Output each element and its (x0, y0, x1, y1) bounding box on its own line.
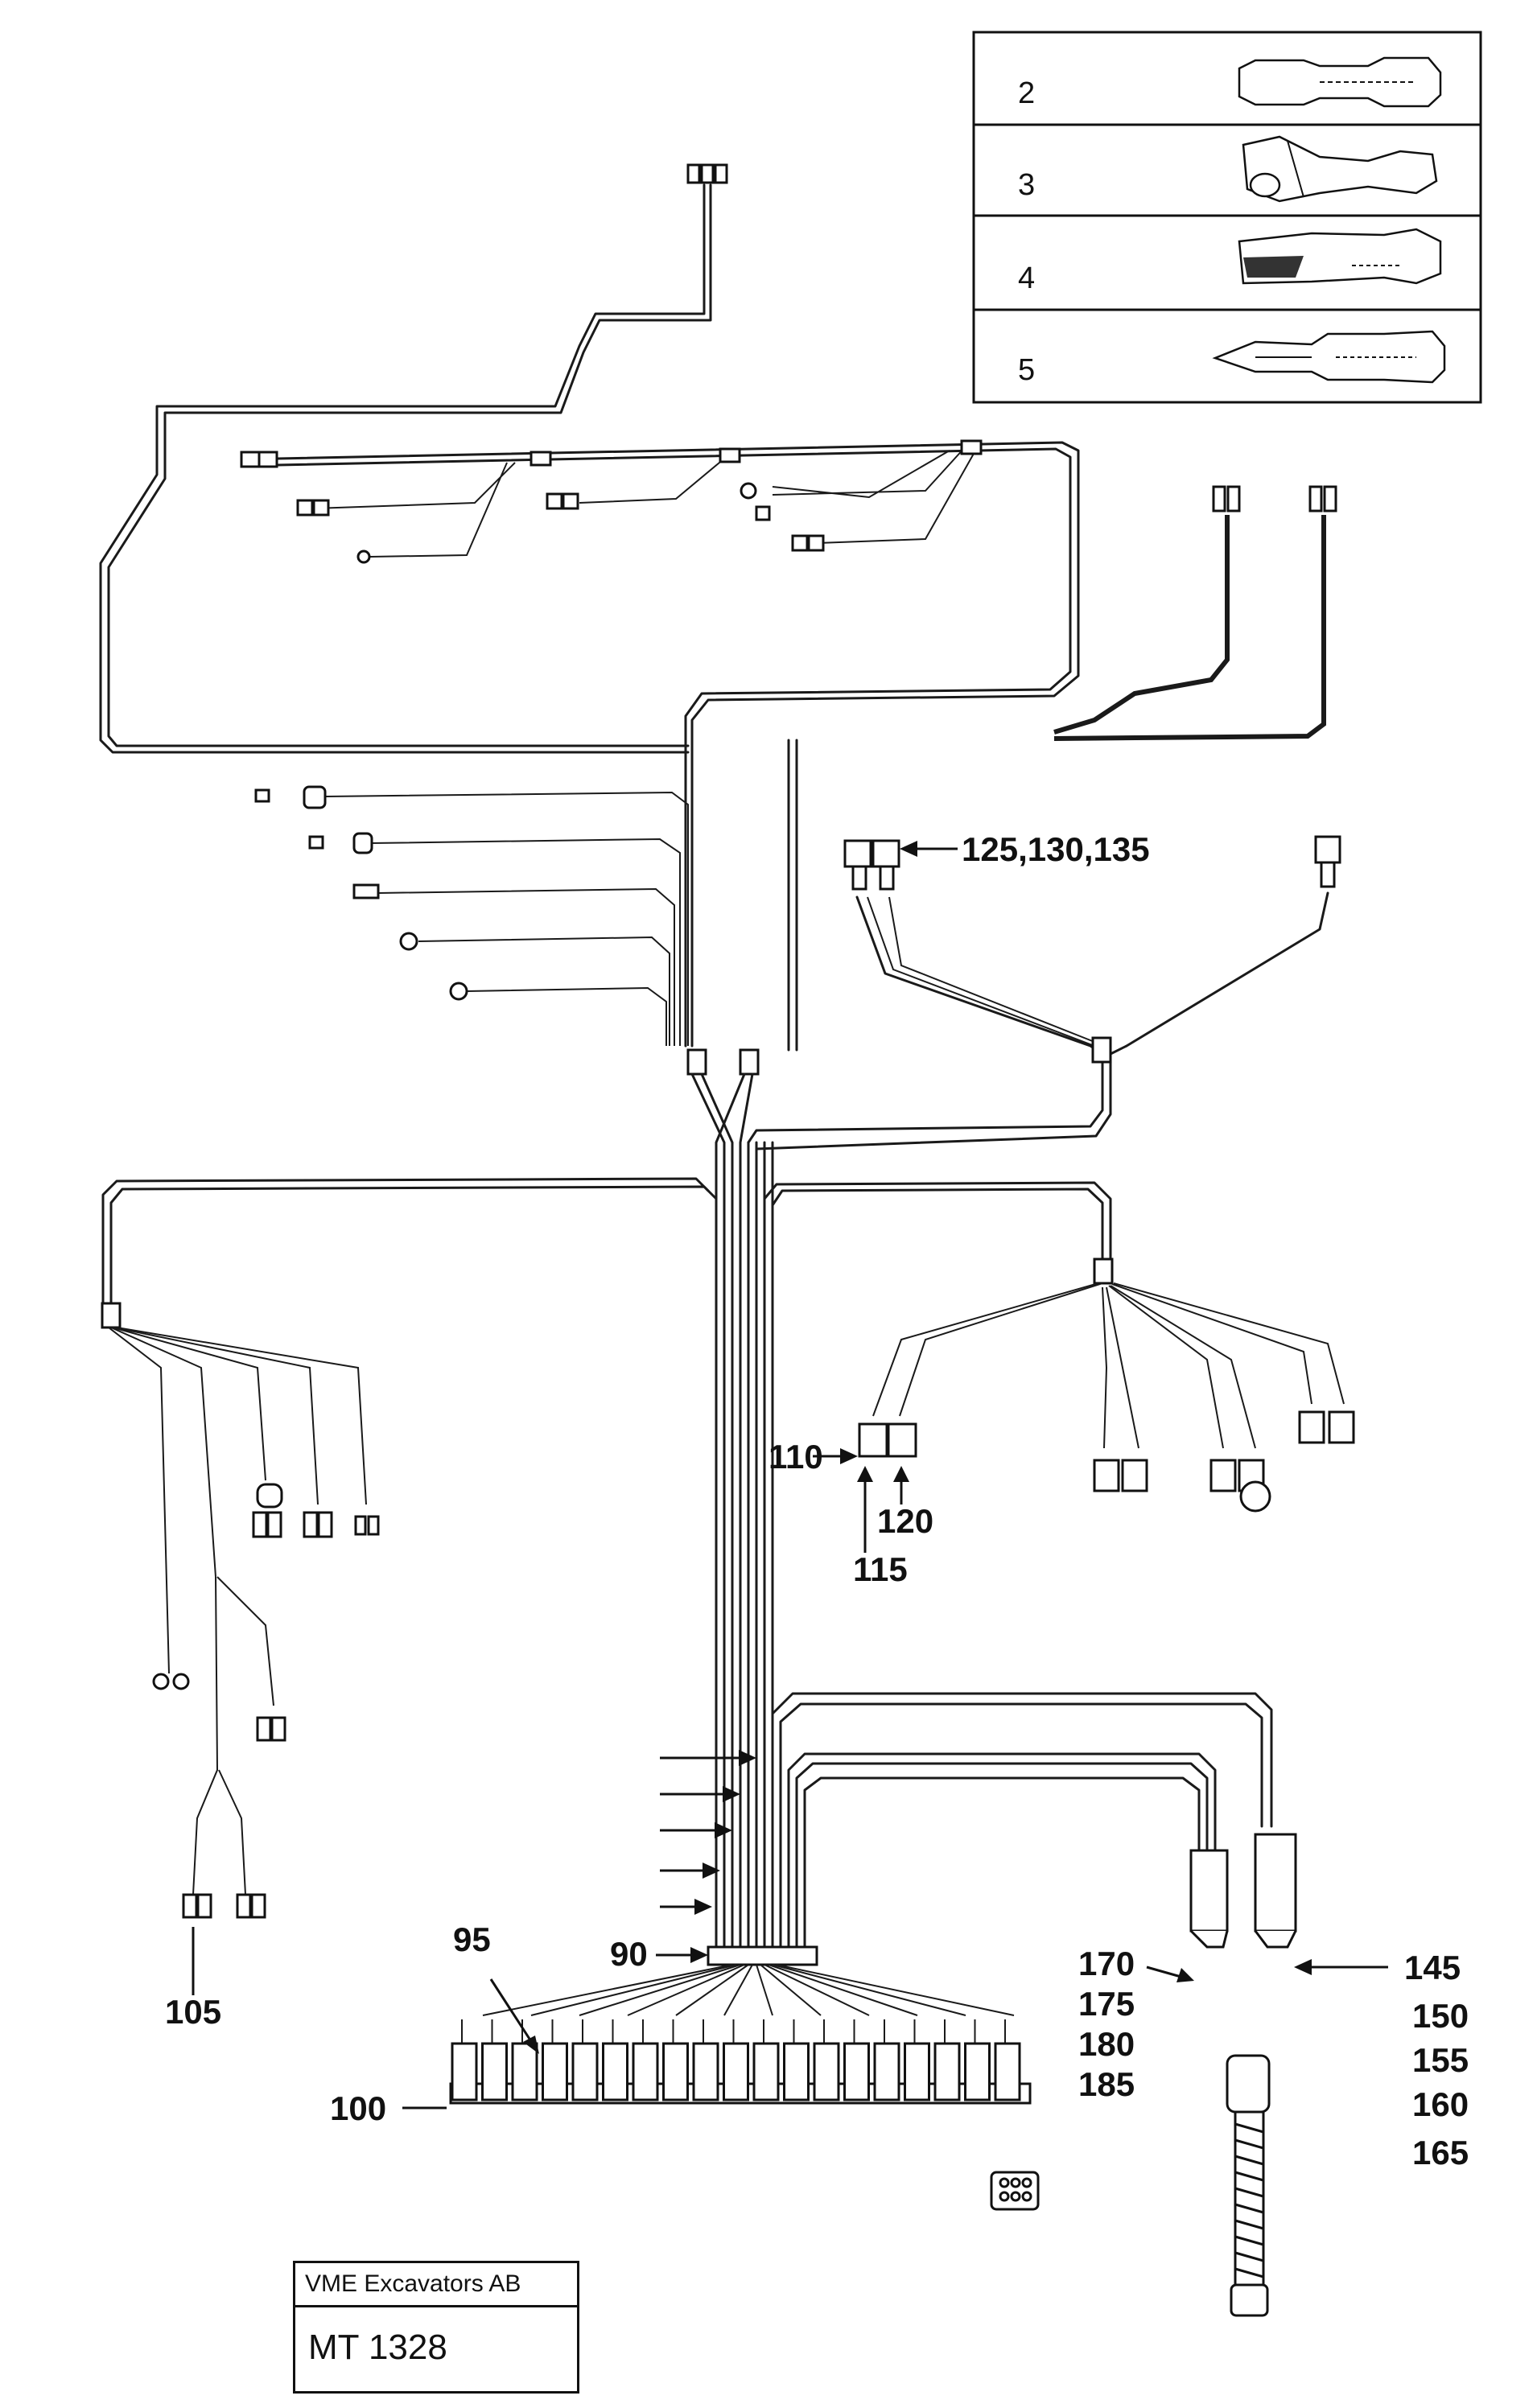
legend-number-5: 5 (1018, 353, 1035, 387)
terminal-3-icon (1242, 135, 1438, 203)
legend-number-2: 2 (1018, 76, 1035, 110)
small-multi-pin-connector-icon (990, 2171, 1040, 2211)
terminal-4-icon (1238, 228, 1442, 285)
label-150: 150 (1412, 1997, 1469, 2035)
terminal-5-icon (1212, 330, 1446, 384)
connector-row-plug (542, 2042, 568, 2101)
label-165: 165 (1412, 2134, 1469, 2171)
connectors-145-185-icon (1189, 1833, 1297, 1949)
connectors-125-130-135-icon (843, 835, 1341, 891)
connector-row-plug (783, 2042, 810, 2101)
label-180: 180 (1078, 2025, 1135, 2063)
bottom-right-harness (771, 1692, 1297, 2317)
upper-right-connector-group (747, 835, 1341, 1150)
connector-row-plug (752, 2042, 780, 2101)
label-155: 155 (1412, 2041, 1469, 2079)
label-175: 175 (1078, 1985, 1135, 2023)
label-105: 105 (165, 1993, 221, 2031)
connector-row-plug (511, 2042, 538, 2101)
drawing-number: MT 1328 (308, 2328, 447, 2367)
connector-row-plug (964, 2042, 991, 2101)
label-185: 185 (1078, 2065, 1135, 2103)
connector-row-plug (571, 2042, 599, 2101)
callout-labels: 125,130,135 110 120 115 95 90 105 100 17… (165, 830, 1469, 2171)
connector-row-plug (904, 2042, 930, 2101)
connector-row-plug (602, 2042, 628, 2101)
connector-row-plug (873, 2042, 900, 2101)
label-170: 170 (1078, 1945, 1135, 1982)
title-block: VME Excavators AB MT 1328 (293, 2261, 579, 2394)
connector-row-plug (813, 2042, 840, 2101)
left-lower-connectors-icon (152, 1483, 380, 1919)
legend-number-4: 4 (1018, 261, 1035, 295)
connector-row-100 (449, 1945, 1032, 2105)
branch-connectors-icon (240, 439, 983, 564)
label-120: 120 (877, 1502, 933, 1540)
label-100: 100 (330, 2089, 386, 2127)
connectors-110-115-120-icon (858, 1410, 1355, 1513)
label-125-130-135: 125,130,135 (962, 830, 1150, 868)
label-90: 90 (610, 1935, 648, 1973)
connector-row-plug (933, 2042, 961, 2101)
connector-row-icons (451, 2019, 1021, 2101)
connector-row-plug (481, 2042, 508, 2101)
label-110: 110 (768, 1438, 823, 1476)
left-mid-branches (254, 785, 689, 1046)
legend-number-3: 3 (1018, 168, 1035, 202)
left-mid-connectors-icon (254, 785, 468, 1001)
connector-row-plug (632, 2042, 659, 2101)
right-plug-connectors-icon (1212, 485, 1337, 512)
connector-row-plug (692, 2042, 719, 2101)
terminal-2-icon (1238, 56, 1442, 108)
label-95: 95 (453, 1920, 491, 1958)
label-160: 160 (1412, 2085, 1469, 2123)
left-lower-branches (101, 1177, 718, 1919)
company-name: VME Excavators AB (295, 2263, 577, 2307)
label-115: 115 (853, 1550, 908, 1588)
upper-harness (99, 163, 1337, 1048)
terminal-legend-table: 2 3 4 5 (972, 31, 1482, 404)
corrugated-plug-icon (1226, 2054, 1271, 2317)
connector-row-plug (994, 2042, 1021, 2101)
lower-right-connector-group (763, 1181, 1355, 1949)
connector-row-plug (662, 2042, 689, 2101)
label-145: 145 (1404, 1949, 1461, 1986)
connector-row-plug (451, 2042, 478, 2101)
leader-arrows (192, 841, 1388, 2110)
connector-row-plug (723, 2042, 749, 2101)
connector-row-plug (843, 2042, 870, 2101)
top-connector-icon (686, 163, 728, 184)
